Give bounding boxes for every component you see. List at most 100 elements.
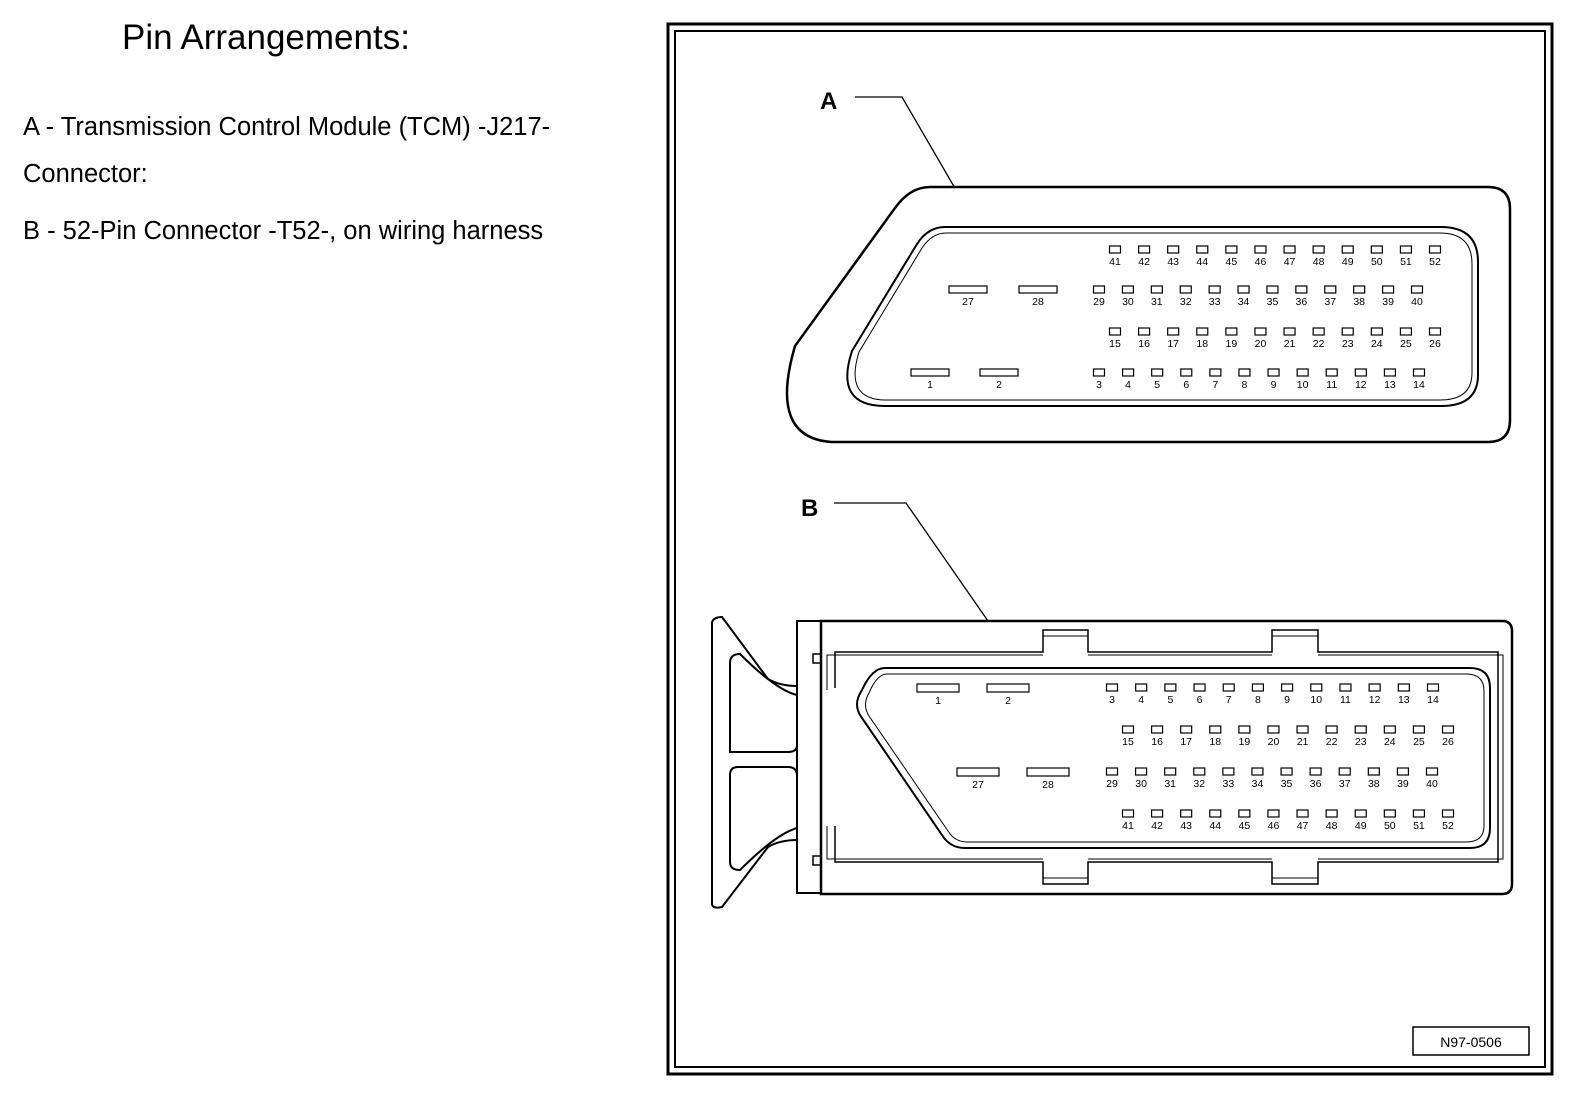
pin-contact xyxy=(1254,327,1267,336)
pin-number: 51 xyxy=(1400,256,1412,268)
pin-contact xyxy=(1092,285,1106,294)
pin-number: 30 xyxy=(1135,778,1147,790)
pin-number: 29 xyxy=(1106,778,1118,790)
pin-contact xyxy=(1237,285,1250,294)
pin-number: 21 xyxy=(1297,736,1309,748)
pin-contact xyxy=(1209,725,1222,734)
pin-contact xyxy=(1254,245,1267,254)
pin-number: 11 xyxy=(1340,694,1351,706)
pin-number: 49 xyxy=(1342,256,1354,268)
pin-number: 42 xyxy=(1151,820,1163,832)
pin-number: 17 xyxy=(1180,736,1192,748)
pin-number: 52 xyxy=(1442,820,1454,832)
pin-contact xyxy=(1325,368,1338,377)
pin-contact xyxy=(1137,327,1151,336)
pin-contact xyxy=(1399,327,1413,336)
pin-number: 3 xyxy=(1109,694,1115,706)
leader-line-b xyxy=(834,502,1005,645)
pin-contact xyxy=(1296,368,1309,377)
pin-number: 2 xyxy=(996,379,1002,391)
pin-contact xyxy=(1167,245,1180,254)
pin-number: 22 xyxy=(1313,338,1325,350)
pin-contact xyxy=(1324,285,1337,294)
pin-number: 3 xyxy=(1096,379,1102,391)
pin-contact xyxy=(1396,767,1410,776)
lock-bracket-outline xyxy=(711,615,798,909)
pin-contact xyxy=(1370,245,1383,254)
pin-contact xyxy=(1164,767,1177,776)
pin-contact xyxy=(1412,725,1426,734)
pin-contact xyxy=(1280,767,1293,776)
pin-contact xyxy=(910,368,950,377)
connector-a-face xyxy=(846,226,1479,407)
pin-contact xyxy=(1381,285,1395,294)
pin-contact xyxy=(1426,683,1440,692)
pin-number: 31 xyxy=(1151,296,1163,308)
pin-contact xyxy=(1225,245,1238,254)
pin-number: 38 xyxy=(1353,296,1365,308)
pin-number: 25 xyxy=(1400,338,1412,350)
pin-contact xyxy=(1150,809,1164,818)
pin-number: 37 xyxy=(1324,296,1336,308)
pin-number: 10 xyxy=(1310,694,1322,706)
pin-contact xyxy=(1105,683,1119,692)
pin-contact xyxy=(1397,683,1410,692)
pin-contact xyxy=(1339,683,1352,692)
pin-contact xyxy=(1410,285,1424,294)
pin-number: 24 xyxy=(1371,338,1383,350)
pin-contact xyxy=(1108,327,1122,336)
pin-number: 1 xyxy=(935,695,941,707)
pin-number: 37 xyxy=(1339,778,1351,790)
pin-number: 26 xyxy=(1429,338,1441,350)
pin-contact xyxy=(1180,725,1193,734)
pin-number: 7 xyxy=(1212,379,1218,391)
pin-contact xyxy=(1267,368,1280,377)
pin-contact xyxy=(1180,368,1193,377)
pin-contact xyxy=(1208,285,1221,294)
connector-b-shell xyxy=(834,629,1499,885)
pin-number: 48 xyxy=(1326,820,1338,832)
pin-contact xyxy=(1092,368,1106,377)
pin-number: 29 xyxy=(1093,296,1105,308)
pin-number: 35 xyxy=(1281,778,1293,790)
pin-contact xyxy=(1193,683,1206,692)
pin-contact xyxy=(1137,245,1151,254)
pin-contact xyxy=(986,683,1030,693)
pin-number: 49 xyxy=(1355,820,1367,832)
pin-number: 36 xyxy=(1296,296,1308,308)
pin-number: 27 xyxy=(962,296,974,308)
pin-contact xyxy=(1196,327,1209,336)
pin-number: 32 xyxy=(1180,296,1192,308)
pin-number: 12 xyxy=(1369,694,1381,706)
pin-number: 18 xyxy=(1209,736,1221,748)
pin-number: 41 xyxy=(1109,256,1121,268)
pin-contact xyxy=(956,767,1000,777)
pin-contact xyxy=(1341,245,1354,254)
pin-contact xyxy=(1121,809,1135,818)
pin-number: 7 xyxy=(1226,694,1232,706)
pin-contact xyxy=(1267,725,1280,734)
pin-contact xyxy=(1370,327,1383,336)
pin-contact xyxy=(1238,809,1251,818)
pin-contact xyxy=(1310,683,1323,692)
pin-number: 17 xyxy=(1167,338,1179,350)
pin-number: 45 xyxy=(1239,820,1251,832)
pin-contact xyxy=(1354,368,1367,377)
pin-contact xyxy=(1134,767,1148,776)
pin-number: 19 xyxy=(1239,736,1251,748)
pin-number: 1 xyxy=(927,379,933,391)
connector-b-face xyxy=(856,667,1491,849)
pin-number: 28 xyxy=(1042,779,1054,791)
pin-number: 19 xyxy=(1226,338,1238,350)
pin-number: 33 xyxy=(1209,296,1221,308)
pin-contact xyxy=(1167,327,1180,336)
pin-number: 51 xyxy=(1413,820,1425,832)
pin-contact xyxy=(1296,809,1309,818)
pin-number: 50 xyxy=(1371,256,1383,268)
connector-a-face-inner xyxy=(854,232,1473,401)
pin-number: 8 xyxy=(1242,379,1248,391)
pin-number: 45 xyxy=(1226,256,1238,268)
pin-contact xyxy=(1164,683,1177,692)
page-heading: Pin Arrangements: xyxy=(122,18,410,57)
pin-contact xyxy=(1383,725,1396,734)
